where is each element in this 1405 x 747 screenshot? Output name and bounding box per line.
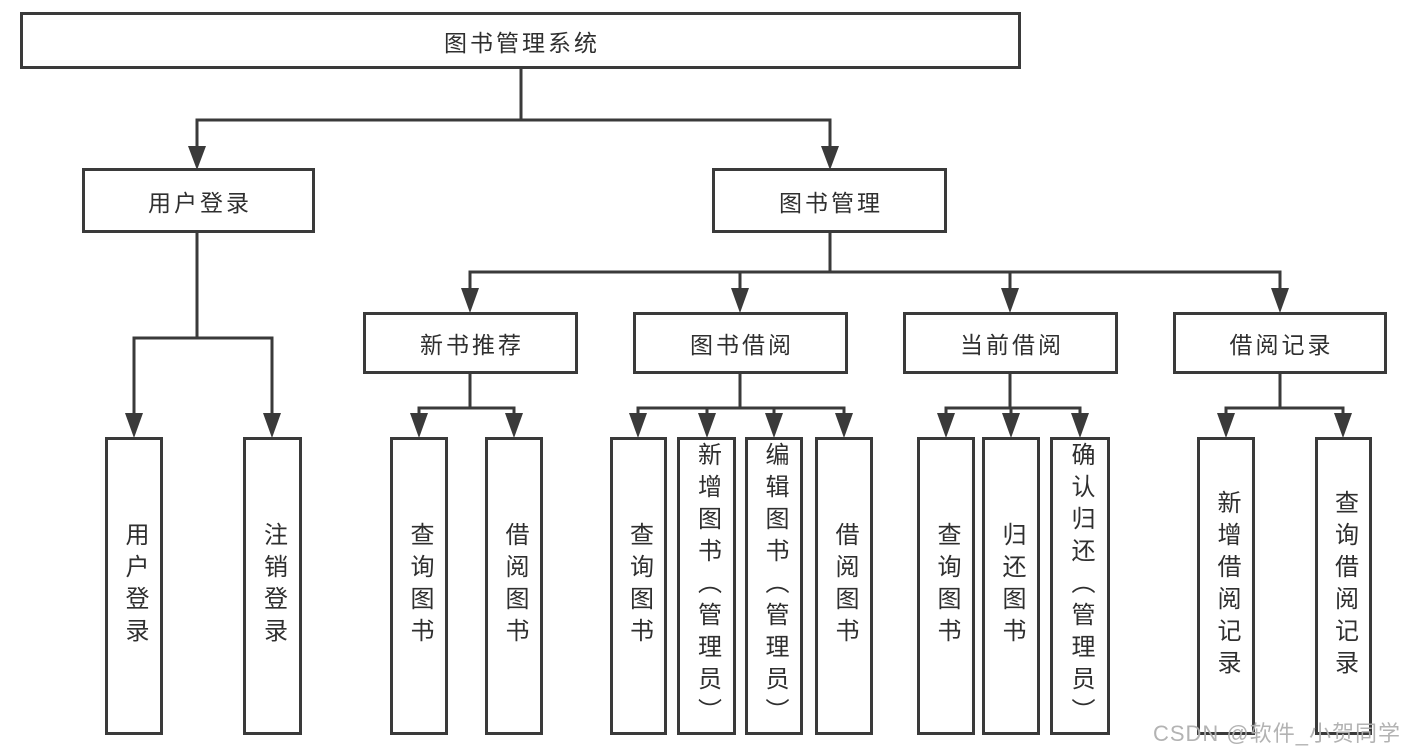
node-user-login: 用户登录 [82, 168, 315, 233]
leaf-add-borrow-record-label: 新增借阅记录 [1213, 490, 1240, 682]
leaf-confirm-return-admin: 确认归还（管理员） [1050, 437, 1110, 735]
leaf-edit-book-admin-label: 编辑图书（管理员） [761, 442, 788, 730]
leaf-add-book-admin: 新增图书（管理员） [677, 437, 736, 735]
node-user-login-label: 用户登录 [148, 189, 252, 216]
leaf-edit-book-admin: 编辑图书（管理员） [745, 437, 803, 735]
leaf-return-book: 归还图书 [982, 437, 1040, 735]
leaf-borrow-books-recommend-label: 借阅图书 [501, 522, 528, 650]
leaf-logout: 注销登录 [243, 437, 302, 735]
leaf-borrow-books-label: 借阅图书 [831, 522, 858, 650]
leaf-query-borrow-record: 查询借阅记录 [1315, 437, 1372, 735]
node-current-borrowing-label: 当前借阅 [960, 332, 1064, 358]
leaf-borrow-books: 借阅图书 [815, 437, 873, 735]
leaf-query-books-current: 查询图书 [917, 437, 975, 735]
node-borrowing-records: 借阅记录 [1173, 312, 1387, 374]
leaf-query-books-recommend-label: 查询图书 [406, 522, 433, 650]
leaf-add-book-admin-label: 新增图书（管理员） [693, 442, 721, 730]
node-book-borrowing: 图书借阅 [633, 312, 848, 374]
leaf-confirm-return-admin-label: 确认归还（管理员） [1067, 442, 1094, 730]
leaf-user-login-label: 用户登录 [121, 522, 148, 650]
node-borrowing-records-label: 借阅记录 [1229, 332, 1334, 358]
leaf-query-books-borrowing: 查询图书 [610, 437, 667, 735]
node-current-borrowing: 当前借阅 [903, 312, 1118, 374]
csdn-watermark: CSDN @软件_小贺同学 [1152, 721, 1401, 746]
node-book-management-label: 图书管理 [779, 189, 883, 216]
node-new-book-recommend-label: 新书推荐 [420, 332, 524, 358]
node-book-management: 图书管理 [712, 168, 947, 233]
leaf-add-borrow-record: 新增借阅记录 [1197, 437, 1255, 735]
leaf-query-books-recommend: 查询图书 [390, 437, 448, 735]
leaf-user-login: 用户登录 [105, 437, 163, 735]
node-book-borrowing-label: 图书借阅 [690, 332, 794, 358]
root-node-label: 图书管理系统 [444, 29, 600, 56]
leaf-query-books-current-label: 查询图书 [933, 522, 960, 650]
root-node-library-system: 图书管理系统 [20, 12, 1021, 69]
leaf-query-books-borrowing-label: 查询图书 [625, 522, 653, 650]
leaf-query-borrow-record-label: 查询借阅记录 [1330, 490, 1358, 682]
leaf-borrow-books-recommend: 借阅图书 [485, 437, 543, 735]
leaf-return-book-label: 归还图书 [998, 522, 1025, 650]
node-new-book-recommend: 新书推荐 [363, 312, 578, 374]
leaf-logout-label: 注销登录 [259, 522, 287, 650]
